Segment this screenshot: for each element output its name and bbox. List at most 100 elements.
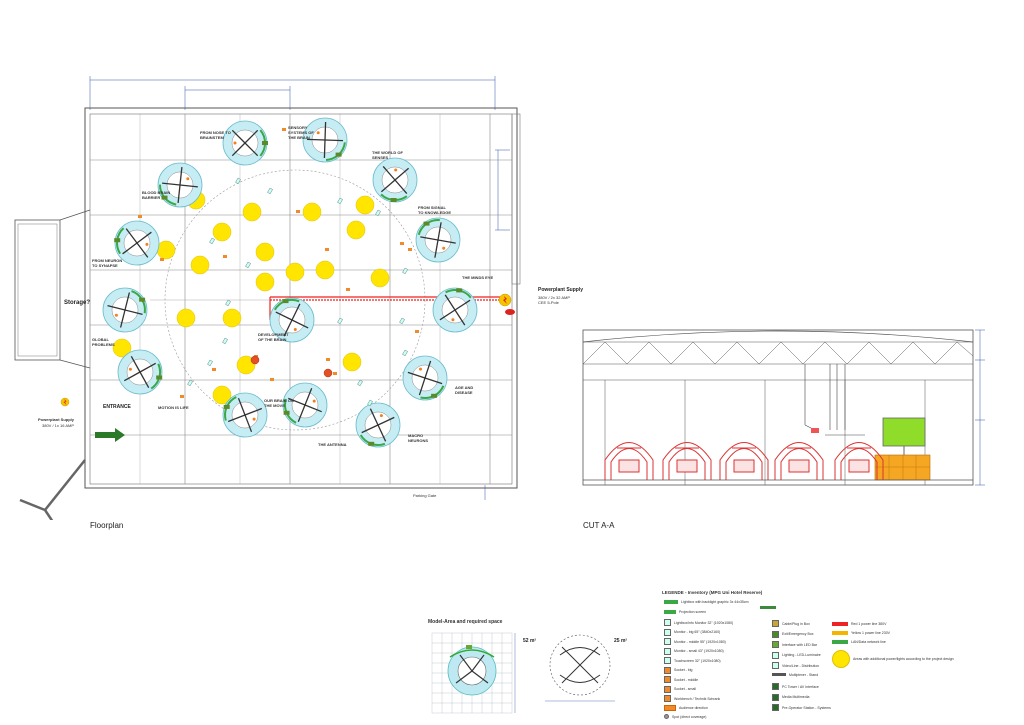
model-area-drawing — [431, 632, 615, 714]
orange-item — [415, 330, 419, 333]
legend-swatch — [832, 650, 850, 668]
station-label: FROM NOSE TO BRAINSTEM — [200, 130, 231, 140]
legend-item: Monitor - small 43" (1920x1080) — [664, 647, 724, 655]
station-label: MOTION IS LIFE — [158, 405, 189, 410]
legend-item: Lightbox/info Monitor 32" (1920x1080) — [664, 619, 733, 626]
legend-item: Yellow 1 power line 230V — [832, 631, 890, 635]
legend-swatch — [664, 666, 671, 674]
legend-swatch — [772, 641, 779, 648]
legend-item: Media Multimedia — [772, 693, 810, 701]
legend-item: Monitor - middle 55" (1920x1080) — [664, 638, 726, 645]
monitor-item — [245, 261, 251, 269]
legend-text: Lightbox/info Monitor 32" (1920x1080) — [674, 620, 734, 625]
orange-item — [270, 378, 274, 381]
legend-text: PC Tower / AV Interface — [782, 684, 819, 689]
orange-item — [296, 210, 300, 213]
yellow-spot — [255, 272, 275, 292]
legend-text: Yellow 1 power line 230V — [851, 631, 890, 635]
legend-swatch — [664, 600, 678, 604]
yellow-spot — [255, 242, 275, 262]
legend-text: Workbench / Technik Schrank — [674, 696, 721, 701]
station-label: SENSORY SYSTEMS OF THE BRAIN — [288, 125, 314, 140]
legend-text: Monitor - big 65" (3840x2160) — [674, 630, 721, 634]
monitor-item — [375, 209, 381, 217]
yellow-lighting-areas — [112, 190, 390, 425]
station-model — [269, 297, 315, 343]
yellow-spot — [212, 222, 232, 242]
model-area-size-1: 52 m² — [523, 638, 537, 644]
left-supply-detail: 380V / 1x 16 AMP — [42, 423, 75, 428]
orange-item — [180, 395, 184, 398]
station-label: FROM SIGNAL TO KNOWLEDGE — [418, 205, 452, 215]
yellow-spot — [342, 352, 362, 372]
legend-item: Touchscreen 32" (1920x1080) — [664, 657, 721, 664]
model-area-size-2: 25 m² — [614, 638, 628, 644]
station-label: DEVELOPMENT OF THE BRAIN — [258, 332, 289, 342]
orange-item — [212, 368, 216, 371]
legend-item: Audience direction — [664, 704, 708, 711]
entrance-label: ENTRANCE — [103, 404, 131, 410]
legend-swatch — [664, 704, 676, 711]
station-model — [432, 287, 478, 333]
station-label: FROM NEURON TO SYNAPSE — [92, 258, 123, 268]
yellow-spot — [355, 195, 375, 215]
monitor-item — [337, 317, 343, 325]
station-label: OUR BRAIN ON THE MOVE — [264, 398, 294, 408]
legend-item: Cable/Plug in Box — [772, 620, 810, 627]
station-label: THE ANTENNA — [318, 442, 347, 447]
monitor-item — [357, 379, 363, 387]
legend-text: Pre-Operator Station - Systems — [782, 705, 831, 710]
legend-text: Media Multimedia — [782, 695, 810, 699]
parking-gate-label: Parking Gate — [413, 493, 437, 498]
red-item — [250, 355, 260, 365]
legend-item: Socket - big — [664, 666, 692, 674]
yellow-spot — [315, 260, 335, 280]
legend-item: Monitor - big 65" (3840x2160) — [664, 628, 721, 636]
left-power-bolt-icon — [60, 397, 70, 407]
legend-text: Socket - small — [674, 687, 696, 691]
yellow-spot — [242, 202, 262, 222]
orange-item — [160, 258, 164, 261]
legend-item: Pre-Operator Station - Systems — [772, 704, 831, 711]
legend-item: Multiplexer - Stand — [772, 673, 818, 677]
legend-swatch — [772, 620, 779, 627]
legend-swatch — [772, 672, 786, 677]
legend-swatch — [772, 683, 779, 690]
station-model — [102, 287, 148, 333]
orange-item — [138, 215, 142, 218]
orange-item — [326, 358, 330, 361]
legend-text: Cable/Plug in Box — [782, 621, 810, 626]
building-walls — [84, 107, 518, 489]
station-model — [222, 392, 268, 438]
legend-item: PC Tower / AV Interface — [772, 683, 819, 690]
yellow-spot — [112, 338, 132, 358]
legend-swatch — [772, 704, 779, 711]
right-annex — [511, 113, 521, 285]
legend-text: Red 1 power line 380V — [851, 622, 887, 626]
station-model — [372, 157, 418, 203]
legend-text: Touchscreen 32" (1920x1080) — [674, 658, 721, 663]
floorplan-title: Floorplan — [90, 521, 124, 530]
monitor-item — [337, 197, 343, 205]
monitor-item — [267, 187, 273, 195]
station-label: THE WORLD OF SENSES — [372, 150, 403, 160]
green-screen — [882, 417, 926, 447]
station-model — [415, 217, 461, 263]
legend-swatch — [664, 609, 676, 614]
top-dimensions — [89, 76, 510, 231]
legend-item: Video/Line - Distribution — [772, 662, 819, 669]
legend-swatch — [772, 630, 779, 638]
monitor-item — [402, 349, 408, 357]
legend-swatch — [664, 695, 671, 702]
yellow-spot — [156, 240, 176, 260]
legend-swatch — [772, 662, 779, 669]
legend-item: Socket - middle — [664, 676, 698, 683]
left-supply-title: Powerplant Supply — [38, 417, 75, 422]
legend-swatch — [832, 631, 848, 635]
yellow-spot — [236, 355, 256, 375]
legend-swatch — [664, 714, 669, 719]
legend-swatch — [664, 685, 671, 693]
legend-swatch — [664, 619, 671, 626]
legend-item: Workbench / Technik Schrank — [664, 695, 720, 702]
yellow-spot — [285, 262, 305, 282]
